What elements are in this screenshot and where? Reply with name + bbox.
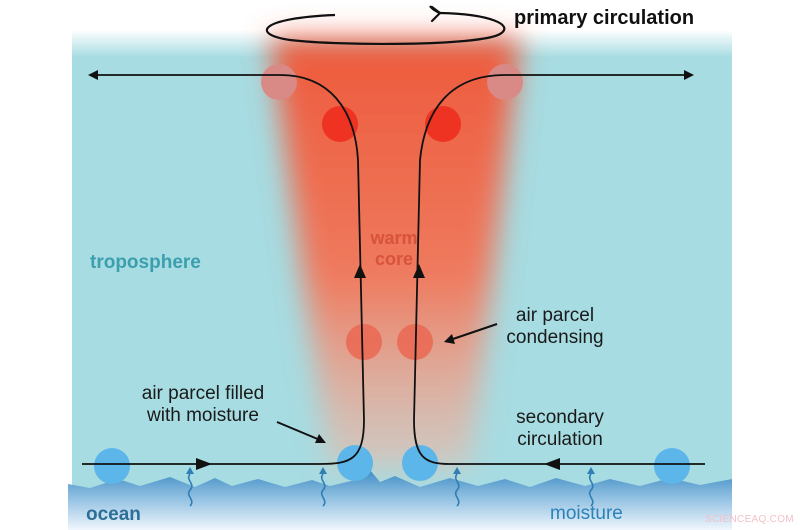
troposphere-label: troposphere xyxy=(90,252,201,273)
parcel-bottom-far-left xyxy=(94,448,130,484)
secondary-circulation-label: secondary circulation xyxy=(500,407,620,451)
inflow-arrow-right-icon xyxy=(544,458,560,470)
secondary-circulation-streamlines xyxy=(82,70,705,465)
primary-circulation-label: primary circulation xyxy=(514,7,695,29)
parcel-top-left-faded xyxy=(261,64,297,100)
parcel-upper-right-hot xyxy=(425,106,461,142)
ocean-label: ocean xyxy=(86,504,141,525)
annotation-pointers xyxy=(276,323,498,443)
warm-core-funnel xyxy=(270,38,520,470)
parcel-top-right-faded xyxy=(487,64,523,100)
flow-direction-arrows xyxy=(196,264,560,470)
inflow-arrow-left-icon xyxy=(196,458,212,470)
secondary-label-line2: circulation xyxy=(517,428,603,450)
moisture-label: moisture xyxy=(550,503,623,524)
condensing-label-line2: condensing xyxy=(506,326,604,348)
parcel-mid-left-condensing xyxy=(346,324,382,360)
warm-core-label-line2: core xyxy=(374,248,414,269)
filled-label-line1: air parcel filled xyxy=(141,383,265,404)
moisture-arrowheads xyxy=(186,467,595,474)
updraft-arrow-right-icon xyxy=(413,264,425,278)
secondary-label-line1: secondary xyxy=(516,407,604,428)
ocean-surface xyxy=(68,470,732,530)
warm-core-label-line1: warm xyxy=(370,228,418,248)
warm-core-label: warm core xyxy=(360,228,428,269)
parcel-bottom-center-left xyxy=(337,445,373,481)
parcel-bottom-far-right xyxy=(654,448,690,484)
parcel-bottom-center-right xyxy=(402,445,438,481)
updraft-arrow-left-icon xyxy=(354,264,366,278)
air-parcel-filled-label: air parcel filled with moisture xyxy=(128,383,278,427)
moisture-evaporation-icons xyxy=(187,473,594,507)
air-parcels xyxy=(94,64,690,484)
parcel-upper-left-hot xyxy=(322,106,358,142)
watermark: SCIENCEAQ.COM xyxy=(705,514,794,525)
air-parcel-condensing-label: air parcel condensing xyxy=(495,305,615,349)
condensing-label-line1: air parcel xyxy=(515,305,595,326)
primary-circulation-arrow-icon xyxy=(266,5,506,46)
filled-label-line2: with moisture xyxy=(147,404,259,426)
